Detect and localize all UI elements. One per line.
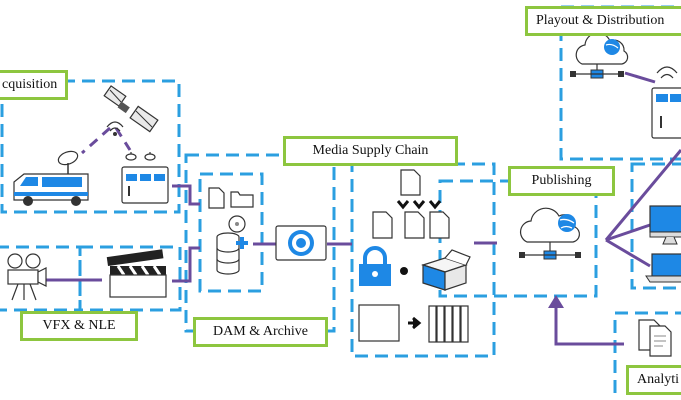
publishing-label: Publishing [508, 166, 615, 196]
camera-icon [7, 253, 47, 301]
devices-box [630, 162, 681, 290]
vfx-nle-label: VFX & NLE [20, 311, 138, 341]
package-icon [421, 249, 471, 291]
server-rack-icon [651, 87, 681, 139]
dam-files-box [198, 172, 264, 293]
connector-playout-cloud [624, 71, 656, 84]
media-processor-icon [275, 225, 327, 261]
connector-acquisition-dam [172, 184, 200, 206]
connector-publishing-playout [604, 149, 681, 241]
encoder-box-icon [121, 152, 169, 204]
analytics-box [613, 311, 681, 400]
database-add-icon [216, 232, 248, 275]
signal-icon [656, 66, 678, 79]
transcode-icon [358, 304, 469, 343]
dam-archive-label: DAM & Archive [193, 317, 328, 347]
satellite-icon [103, 85, 159, 133]
connector-satellite-van [81, 126, 111, 155]
connector-analytics-publishing [554, 305, 624, 346]
folder-icon [230, 191, 254, 208]
vfx-nle-box [78, 245, 182, 312]
vfx-nle-left-box [0, 245, 82, 312]
laptop-icon [645, 253, 681, 283]
monitor-icon [649, 205, 681, 245]
media-supply-chain-label: Media Supply Chain [283, 136, 458, 166]
report-icon [638, 319, 672, 357]
arrowhead-up [548, 295, 564, 308]
cloud-network-icon [519, 207, 581, 260]
broadcast-van-icon [13, 150, 89, 206]
document-icon [208, 187, 225, 209]
dam-archive-box [184, 153, 336, 333]
connector-publishing-laptop [605, 238, 651, 268]
playout-distribution-label: Playout & Distribution [525, 6, 681, 36]
lock-icon [359, 246, 391, 286]
clapperboard-icon [106, 249, 167, 298]
workflow-documents-icon [372, 169, 450, 239]
acquisition-label: cquisition [0, 70, 69, 100]
acquisition-box [0, 79, 181, 214]
connector-clapper-dam [172, 246, 200, 283]
connector-satellite-encoder [114, 127, 132, 151]
signal-icon [106, 121, 124, 136]
connector-publishing-monitor [605, 223, 651, 242]
plus-dot [400, 267, 408, 275]
analytics-label: Analyti [626, 365, 681, 395]
cloud-network-icon [570, 32, 629, 79]
disc-icon [228, 215, 246, 233]
